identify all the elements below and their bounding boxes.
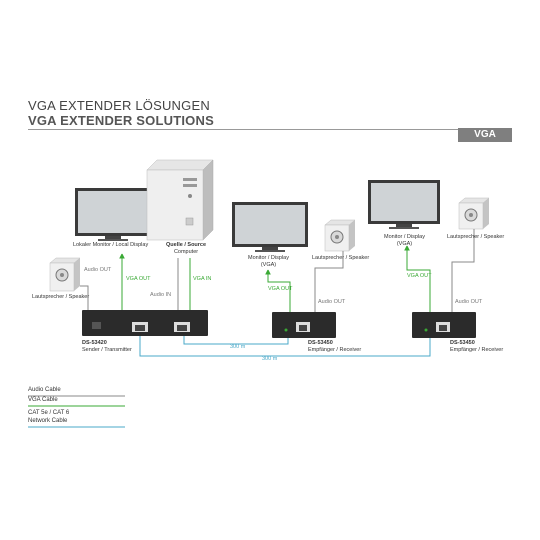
network-cables	[139, 334, 431, 357]
title-german: VGA EXTENDER LÖSUNGEN	[28, 98, 210, 113]
sender-role: Sender / Transmitter	[82, 347, 132, 353]
local-monitor-label: Lokaler Monitor / Local Display	[73, 242, 149, 248]
header-rule	[28, 129, 512, 130]
vga-out-right-label: VGA OUT	[407, 273, 432, 279]
source-label: Quelle / Source Computer	[166, 242, 206, 256]
local-monitor-icon	[75, 188, 151, 241]
distance-2-label: 300 m	[262, 356, 278, 362]
audio-out-left-label: Audio OUT	[84, 267, 112, 273]
receiver2-role: Empfänger / Receiver	[450, 347, 504, 353]
legend-vga: VGA Cable	[28, 397, 58, 403]
vga-badge: VGA	[458, 128, 512, 142]
title-english: VGA EXTENDER SOLUTIONS	[28, 113, 214, 128]
speaker-left-icon	[49, 257, 81, 292]
receiver1-model: DS-53450	[308, 340, 333, 346]
monitor-right-sub: (VGA)	[396, 241, 413, 247]
audio-cables	[80, 229, 475, 312]
receiver1-label: DS-53450 Empfänger / Receiver	[308, 340, 361, 354]
audio-out-mid-label: Audio OUT	[318, 299, 346, 305]
monitor-right-title: Monitor / Display	[384, 234, 425, 240]
vga-out-left-label: VGA OUT	[126, 276, 151, 282]
right-monitor-icon	[368, 180, 440, 229]
receiver2-label: DS-53450 Empfänger / Receiver	[450, 340, 503, 354]
audio-out-right-label: Audio OUT	[455, 299, 483, 305]
legend-network-line2: Network Cable	[28, 417, 68, 424]
speaker-mid-label: Lautsprecher / Speaker	[312, 255, 370, 261]
vga-cables	[119, 245, 431, 312]
computer-tower-icon	[146, 159, 214, 241]
middle-monitor-icon	[232, 202, 308, 252]
monitor-right-label: Monitor / Display (VGA)	[384, 234, 425, 248]
monitor-mid-label: Monitor / Display (VGA)	[248, 255, 289, 269]
monitor-mid-title: Monitor / Display	[248, 255, 289, 261]
speaker-middle-icon	[324, 219, 356, 252]
distance-1-label: 300 m	[230, 344, 246, 350]
sender-model: DS-53420	[82, 340, 107, 346]
receiver2-model: DS-53450	[450, 340, 475, 346]
source-computer: Computer	[173, 249, 199, 255]
vga-out-mid-label: VGA OUT	[268, 286, 293, 292]
legend-network-line1: CAT 5e / CAT 6	[28, 410, 70, 416]
audio-in-label: Audio IN	[150, 292, 172, 298]
speaker-right-label: Lautsprecher / Speaker	[447, 234, 505, 240]
monitor-mid-sub: (VGA)	[260, 262, 277, 268]
legend-network: CAT 5e / CAT 6 Network Cable	[28, 410, 69, 425]
receiver-unit-2	[412, 312, 476, 338]
receiver-unit-1	[272, 312, 336, 338]
sender-label: DS-53420 Sender / Transmitter	[82, 340, 132, 354]
vga-in-label: VGA IN	[193, 276, 212, 282]
receiver1-role: Empfänger / Receiver	[308, 347, 362, 353]
sender-unit	[82, 310, 208, 336]
speaker-right-icon	[458, 197, 490, 230]
source-prefix: Quelle / Source	[166, 242, 207, 248]
legend-audio: Audio Cable	[28, 387, 61, 393]
speaker-left-label: Lautsprecher / Speaker	[32, 294, 90, 300]
